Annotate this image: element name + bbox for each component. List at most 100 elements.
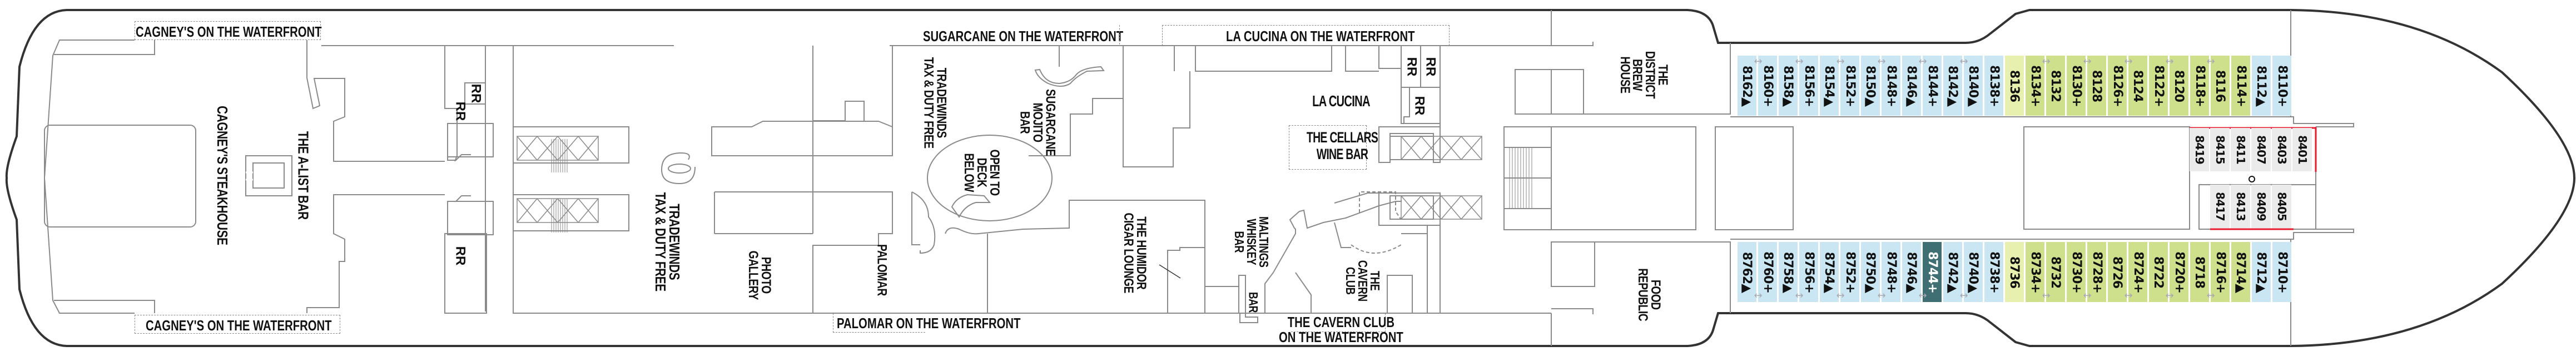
connecting-door-icon: ↔ [1754, 290, 1763, 301]
cabin-8740[interactable]: 8740▲↔ [1959, 242, 1983, 302]
la-cucina-label[interactable]: LA CUCINA [1312, 92, 1370, 110]
cabin-8742[interactable]: 8742▲ [1943, 242, 1962, 302]
la-cucina-waterfront-label: LA CUCINA ON THE WATERFRONT [1226, 28, 1415, 44]
cabin-8146[interactable]: 8146▲ [1902, 56, 1921, 116]
cabin-8134[interactable]: 8134+ [2026, 56, 2044, 116]
venue-cavern-club[interactable]: THE CAVERN CLUB [1332, 253, 1393, 309]
venue-tradewinds-upper[interactable]: TRADEWINDS TAX & DUTY FREE [912, 47, 956, 159]
cellars-wine-bar-label[interactable]: THE CELLARS WINE BAR [1306, 129, 1378, 162]
cabin-8712[interactable]: 8712▲ [2252, 242, 2271, 302]
cabin-8148[interactable]: 8148+↔ [1877, 56, 1900, 116]
cabin-8152[interactable]: 8152+↔ [1836, 56, 1859, 116]
cabin-8114[interactable]: 8114+ [2231, 56, 2250, 116]
connecting-door-icon: ↔ [2124, 56, 2133, 67]
venue-food-republic[interactable]: FOOD REPUBLIC [1624, 264, 1674, 325]
cabin-8405[interactable]: 8405 [2272, 185, 2291, 228]
venue-palomar[interactable]: PALOMAR [870, 234, 892, 306]
cabin-number: 8728+ [2089, 251, 2104, 293]
venue-photo-gallery[interactable]: PHOTO GALLERY [737, 239, 781, 312]
cabin-8718[interactable]: 8718 [2190, 242, 2209, 302]
cabin-number: 8132 [2048, 70, 2063, 102]
palomar-label: PALOMAR [874, 244, 890, 296]
cabin-number: 8712▲ [2254, 251, 2269, 293]
cabin-8724[interactable]: 8724+↔ [2124, 242, 2147, 302]
cabin-8130[interactable]: 8130+ [2067, 56, 2086, 116]
open-to-deck-below: OPEN TO DECK BELOW [951, 139, 1012, 206]
cabin-8407[interactable]: 8407 [2251, 128, 2271, 171]
cabin-number: 8718 [2192, 256, 2207, 288]
cabin-8415[interactable]: 8415 [2210, 128, 2230, 171]
cabin-8132[interactable]: 8132 ↔ [2042, 56, 2065, 116]
cabin-8714[interactable]: 8714▲ [2231, 242, 2250, 302]
cabin-8120[interactable]: 8120↔ [2165, 56, 2188, 116]
cabin-8750[interactable]: 8750▲ [1861, 242, 1880, 302]
cabin-8746[interactable]: 8746▲ [1902, 242, 1921, 302]
venue-maltings-whiskey-bar[interactable]: MALTINGS WHISKEY BAR [1220, 209, 1282, 275]
cabin-8417[interactable]: 8417 [2210, 185, 2230, 228]
cabin-8128[interactable]: 8128↔ [2083, 56, 2106, 116]
cabin-8162[interactable]: 8162▲ [1738, 56, 1756, 116]
cabin-8110[interactable]: 8110+ [2272, 56, 2291, 116]
cabin-8734[interactable]: 8734+ [2026, 242, 2044, 302]
cabin-8156[interactable]: 8156+↔ [1795, 56, 1818, 116]
cabin-8112[interactable]: 8112▲ [2252, 56, 2271, 116]
cabin-8158[interactable]: 8158▲ [1779, 56, 1798, 116]
cabin-8419[interactable]: 8419 [2190, 128, 2209, 171]
cabin-8744[interactable]: 8744+↔ [1918, 242, 1942, 302]
cabin-number: 8738+ [1987, 251, 2001, 293]
cabin-8728[interactable]: 8728+↔ [2083, 242, 2106, 302]
cabin-8403[interactable]: 8403 [2272, 128, 2291, 171]
cabin-number: 8748+ [1884, 251, 1898, 293]
cabin-8732[interactable]: 8732↔ [2042, 242, 2065, 302]
cabin-8730[interactable]: 8730+ [2067, 242, 2086, 302]
cabin-8738[interactable]: 8738+ [1984, 242, 2003, 302]
cabin-8716[interactable]: 8716+↔ [2206, 242, 2230, 302]
cabin-8118[interactable]: 8118+ [2190, 56, 2209, 116]
cabin-8124[interactable]: 8124 ↔ [2124, 56, 2147, 116]
cabin-8140[interactable]: 8140▲↔ [1959, 56, 1983, 116]
cabin-number: 8760+ [1760, 251, 1775, 293]
cabin-8126[interactable]: 8126+ [2108, 56, 2127, 116]
cabin-8144[interactable]: 8144+↔ [1918, 56, 1942, 116]
cabin-8138[interactable]: 8138+ [1984, 56, 2003, 116]
cabin-8752[interactable]: 8752+↔ [1836, 242, 1859, 302]
cabin-8726[interactable]: 8726 [2108, 242, 2127, 302]
cabin-8762[interactable]: 8762▲ [1738, 242, 1756, 302]
cabin-number: 8742▲ [1945, 251, 1960, 293]
cabin-number: 8756+ [1801, 251, 1816, 293]
cabin-8754[interactable]: 8754▲ [1820, 242, 1839, 302]
cabin-number: 8154▲ [1822, 65, 1837, 106]
cabin-8116[interactable]: 8116↔ [2206, 56, 2230, 116]
cabin-8736[interactable]: 8736 [2005, 242, 2024, 302]
venue-bar-small[interactable]: BAR [1244, 288, 1261, 316]
venue-humidor-cigar-lounge[interactable]: THE HUMIDOR CIGAR LOUNGE [1112, 209, 1157, 298]
cabin-8401[interactable]: 8401 [2292, 128, 2312, 171]
cabin-8756[interactable]: 8756+↔ [1795, 242, 1818, 302]
venue-sugarcane-mojito-bar[interactable]: SUGARCANE MOJITO BAR [1006, 83, 1068, 161]
cabin-8722[interactable]: 8722 [2149, 242, 2168, 302]
cabin-8413[interactable]: 8413 [2231, 185, 2250, 228]
cabin-8122[interactable]: 8122+ [2149, 56, 2168, 116]
cabin-8710[interactable]: 8710+ [2272, 242, 2291, 302]
cabin-number: 8720+ [2172, 251, 2186, 293]
cabin-number: 8744+ [1925, 251, 1939, 293]
cabin-8760[interactable]: 8760+↔ [1754, 242, 1777, 302]
elevators [517, 136, 1482, 223]
cabin-8720[interactable]: 8720+↔ [2165, 242, 2188, 302]
venue-a-list-bar[interactable]: THE A-LIST BAR [292, 122, 314, 228]
cabin-8748[interactable]: 8748+↔ [1877, 242, 1900, 302]
venue-tradewinds-center[interactable]: TRADEWINDS TAX & DUTY FREE [639, 184, 695, 300]
cabin-8154[interactable]: 8154▲ [1820, 56, 1839, 116]
cabin-8409[interactable]: 8409 [2251, 185, 2271, 228]
cabin-8411[interactable]: 8411 [2231, 128, 2250, 171]
cabin-number: 8124 [2131, 70, 2145, 102]
cabin-8142[interactable]: 8142▲ [1943, 56, 1962, 116]
connecting-door-icon: ↔ [2042, 56, 2051, 67]
cabin-8150[interactable]: 8150▲ [1861, 56, 1880, 116]
cabin-8136[interactable]: 8136 [2005, 56, 2024, 116]
venue-district-brew-house[interactable]: THE DISTRICT BREW HOUSE [1601, 39, 1685, 111]
cabin-8758[interactable]: 8758▲ [1779, 242, 1798, 302]
cabin-8160[interactable]: 8160+↔ [1754, 56, 1777, 116]
venue-cagneys-steakhouse[interactable]: CAGNEY'S STEAKHOUSE [206, 100, 239, 250]
